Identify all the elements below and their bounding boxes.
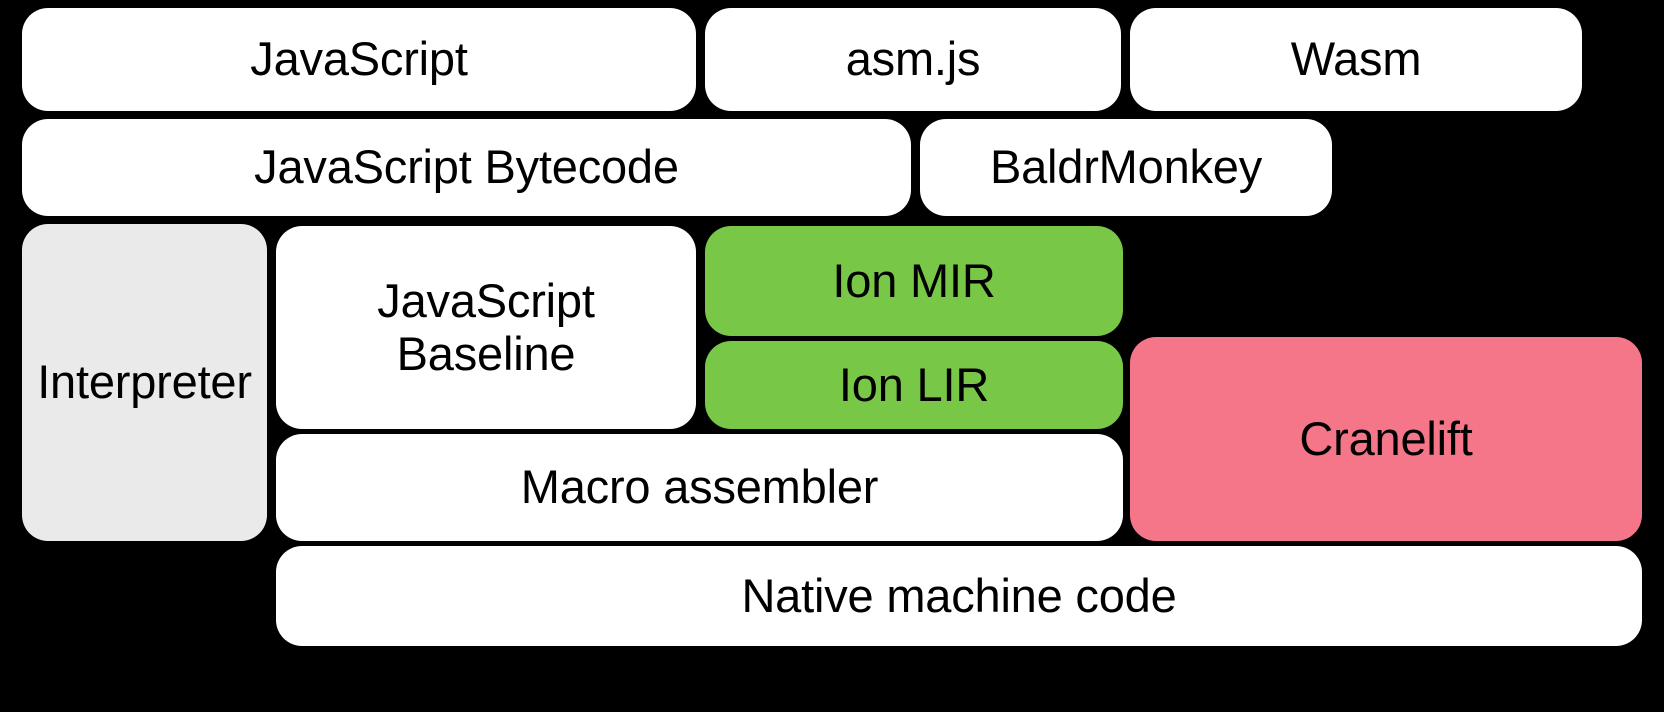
node-javascript: JavaScript — [22, 8, 696, 111]
node-ion-lir: Ion LIR — [705, 341, 1123, 429]
node-ion-mir: Ion MIR — [705, 226, 1123, 336]
node-baldrmonkey: BaldrMonkey — [920, 119, 1332, 216]
node-asmjs: asm.js — [705, 8, 1121, 111]
node-native-machine-code: Native machine code — [276, 546, 1642, 646]
node-interpreter: Interpreter — [22, 224, 267, 541]
node-macro-assembler: Macro assembler — [276, 434, 1123, 541]
node-cranelift: Cranelift — [1130, 337, 1642, 541]
node-wasm: Wasm — [1130, 8, 1582, 111]
node-javascript-bytecode: JavaScript Bytecode — [22, 119, 911, 216]
node-javascript-baseline: JavaScript Baseline — [276, 226, 696, 429]
